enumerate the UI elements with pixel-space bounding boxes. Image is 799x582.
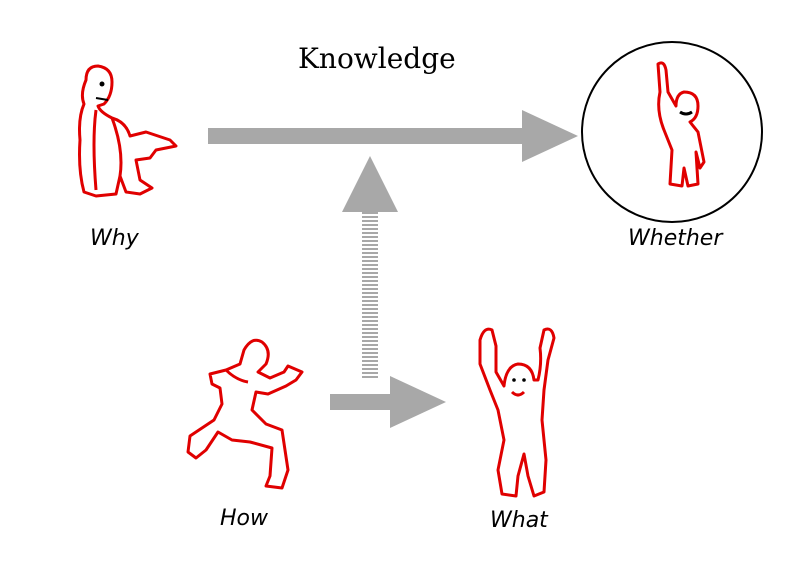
dashed-arrow-up bbox=[342, 156, 398, 378]
why-face-icon bbox=[95, 81, 109, 101]
whether-circle bbox=[581, 41, 763, 223]
knowledge-title: Knowledge bbox=[298, 42, 456, 75]
arrow-why-to-whether bbox=[208, 110, 578, 162]
what-figure-icon bbox=[478, 327, 556, 498]
why-figure-icon bbox=[78, 64, 178, 198]
what-label: What bbox=[490, 508, 548, 533]
whether-label: Whether bbox=[628, 226, 723, 251]
how-figure-icon bbox=[186, 338, 304, 490]
whether-face-icon bbox=[679, 110, 693, 116]
how-label: How bbox=[220, 506, 268, 531]
arrow-how-to-what bbox=[330, 376, 446, 428]
whether-figure-icon bbox=[656, 61, 706, 188]
what-face-icon bbox=[510, 378, 526, 397]
why-label: Why bbox=[90, 226, 139, 251]
